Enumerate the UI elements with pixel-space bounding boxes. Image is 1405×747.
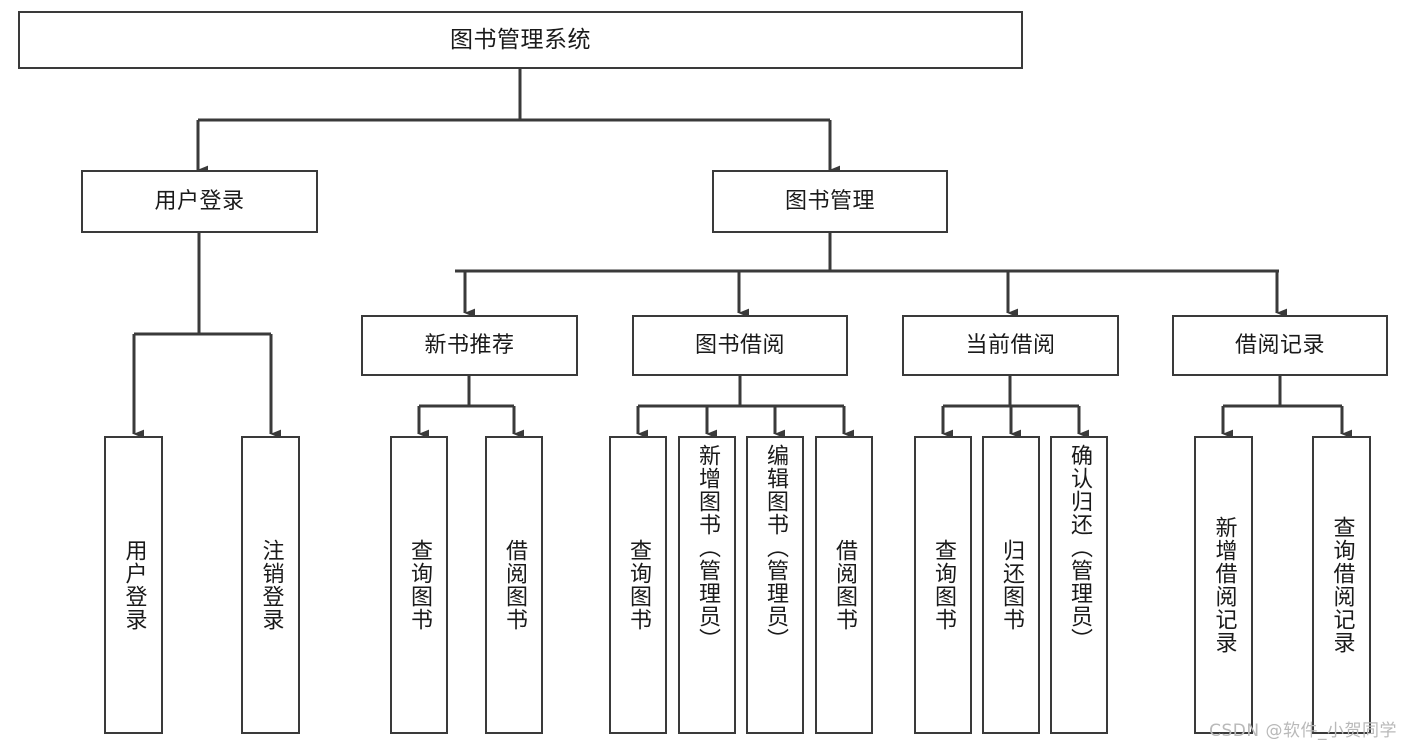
leaf-user-login-signin[interactable]: 用户登录 [104, 436, 163, 734]
node-new-book-recommend[interactable]: 新书推荐 [361, 315, 578, 376]
leaf-new-book-query[interactable]: 查询图书 [390, 436, 448, 734]
leaf-current-borrow-confirm-label: 确认归还（管理员） [1066, 444, 1092, 651]
leaf-current-borrow-query[interactable]: 查询图书 [914, 436, 972, 734]
node-current-borrow[interactable]: 当前借阅 [902, 315, 1119, 376]
leaf-book-borrow-edit-label: 编辑图书（管理员） [762, 444, 788, 651]
node-root-system-label: 图书管理系统 [450, 26, 591, 53]
leaf-user-login-signin-label: 用户登录 [121, 539, 147, 631]
node-user-login[interactable]: 用户登录 [81, 170, 318, 233]
node-book-borrow-label: 图书借阅 [694, 332, 785, 358]
leaf-book-borrow-add[interactable]: 新增图书（管理员） [678, 436, 736, 734]
leaf-new-book-borrow-label: 借阅图书 [501, 539, 527, 631]
leaf-borrow-record-query-label: 查询借阅记录 [1329, 516, 1355, 654]
node-book-borrow[interactable]: 图书借阅 [632, 315, 848, 376]
leaf-user-login-signout[interactable]: 注销登录 [241, 436, 300, 734]
node-new-book-recommend-label: 新书推荐 [424, 332, 515, 358]
csdn-watermark: CSDN @软件_小贺同学 [1209, 721, 1397, 741]
leaf-user-login-signout-label: 注销登录 [258, 539, 284, 631]
leaf-borrow-record-add[interactable]: 新增借阅记录 [1194, 436, 1253, 734]
node-current-borrow-label: 当前借阅 [965, 332, 1056, 358]
leaf-current-borrow-return[interactable]: 归还图书 [982, 436, 1040, 734]
node-user-login-label: 用户登录 [154, 188, 245, 214]
node-book-management-label: 图书管理 [784, 188, 875, 214]
leaf-current-borrow-return-label: 归还图书 [998, 539, 1024, 631]
leaf-borrow-record-query[interactable]: 查询借阅记录 [1312, 436, 1371, 734]
leaf-book-borrow-query-label: 查询图书 [625, 539, 651, 631]
leaf-current-borrow-confirm[interactable]: 确认归还（管理员） [1050, 436, 1108, 734]
node-borrow-record-label: 借阅记录 [1234, 332, 1325, 358]
leaf-book-borrow-query[interactable]: 查询图书 [609, 436, 667, 734]
leaf-current-borrow-query-label: 查询图书 [930, 539, 956, 631]
leaf-book-borrow-edit[interactable]: 编辑图书（管理员） [746, 436, 804, 734]
leaf-borrow-record-add-label: 新增借阅记录 [1211, 516, 1237, 654]
leaf-new-book-borrow[interactable]: 借阅图书 [485, 436, 543, 734]
leaf-new-book-query-label: 查询图书 [406, 539, 432, 631]
node-book-management[interactable]: 图书管理 [712, 170, 948, 233]
node-borrow-record[interactable]: 借阅记录 [1172, 315, 1388, 376]
leaf-book-borrow-borrow[interactable]: 借阅图书 [815, 436, 873, 734]
leaf-book-borrow-add-label: 新增图书（管理员） [694, 444, 720, 651]
node-root-system[interactable]: 图书管理系统 [18, 11, 1023, 69]
leaf-book-borrow-borrow-label: 借阅图书 [831, 539, 857, 631]
